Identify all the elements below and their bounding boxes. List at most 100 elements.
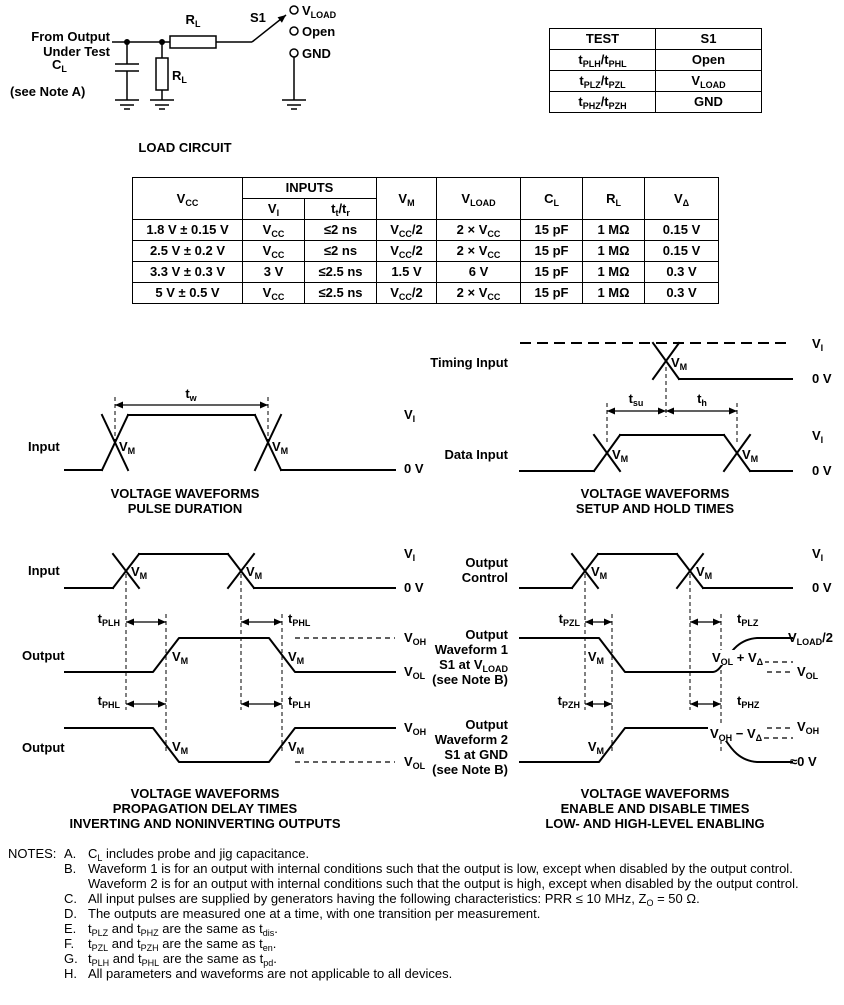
note-text: The outputs are measured one at a time, … [88, 906, 541, 921]
inverting-output-trace [64, 727, 396, 763]
cell-vdelta: 0.3 V [644, 282, 720, 304]
pd-output1-signal-label: Output [22, 648, 65, 663]
vi-level-label: VI [812, 546, 824, 563]
caption-line: VOLTAGE WAVEFORMS [580, 786, 730, 801]
caption-line: PROPAGATION DELAY TIMES [112, 801, 298, 816]
switch-pos-vload-label: VLOAD [302, 3, 337, 20]
note-text: tPLZ and tPHZ are the same as tdis. [88, 921, 278, 938]
cell-cl: 15 pF [520, 261, 584, 283]
label-line: Waveform 1 [434, 642, 508, 657]
cell-vm: VCC/2 [376, 240, 438, 262]
zero-v-level-label: 0 V [812, 580, 832, 595]
s1-table-s1-cell: GND [655, 91, 762, 113]
tsu-label: tsu [628, 391, 644, 408]
vm-label: VM [696, 564, 713, 581]
vm-label: VM [246, 564, 263, 581]
vm-label: VM [742, 447, 759, 464]
vol-plus-vdelta-level-label: VOL + VΔ [710, 650, 766, 667]
data-input-trace [519, 433, 793, 473]
vm-label: VM [671, 355, 688, 372]
vol-level-label: VOL [797, 664, 819, 681]
param-header-vdelta: VΔ [644, 177, 720, 220]
label-line: Output [465, 627, 508, 642]
tphl-label: tPHL [97, 693, 120, 710]
timing-input-trace [651, 341, 793, 381]
vm-label: VM [172, 649, 189, 666]
label-line: Waveform 2 [434, 732, 508, 747]
input-trace [64, 552, 396, 590]
vload-over-2-level-label: VLOAD/2 [788, 630, 834, 647]
output-control-signal-label: Output Control [420, 555, 508, 585]
label-line: Control [461, 570, 508, 585]
param-header-ttr: tt/tr [303, 198, 378, 220]
s1-function-table: TEST S1 tPLH/tPHL Open tPLZ/tPZL VLOAD t… [549, 28, 762, 113]
th-label: th [697, 391, 707, 408]
vol-level-label: VOL [404, 754, 426, 771]
cell-vm: 1.5 V [376, 261, 438, 283]
s1-table-header-s1: S1 [655, 28, 762, 50]
note-item: E. tPLZ and tPHZ are the same as tdis. [8, 921, 840, 938]
param-header-inputs: INPUTS [241, 177, 378, 199]
cell-vcc: 5 V ± 0.5 V [132, 282, 243, 304]
output-waveform2-signal-label: Output Waveform 2 S1 at GND (see Note B) [420, 717, 508, 777]
output-waveform1-signal-label: Output Waveform 1 S1 at VLOAD (see Note … [420, 627, 508, 687]
vm-label: VM [288, 649, 305, 666]
zero-v-level-label: 0 V [404, 461, 424, 476]
notes-title: NOTES: [8, 846, 57, 861]
vol-level-label: VOL [404, 664, 426, 681]
caption-line: VOLTAGE WAVEFORMS [130, 786, 280, 801]
vm-label: VM [172, 739, 189, 756]
measurement-dashed-lines [584, 574, 722, 752]
label-line: Output [465, 717, 508, 732]
cell-vcc: 3.3 V ± 0.3 V [132, 261, 243, 283]
vi-level-label: VI [812, 428, 824, 445]
note-item: F. tPZL and tPZH are the same as ten. [8, 936, 840, 953]
note-text: Waveform 1 is for an output with interna… [88, 861, 799, 891]
note-letter: G. [64, 951, 78, 966]
table-row: tPHZ/tPZH GND [549, 91, 762, 113]
voh-level-label: VOH [404, 720, 427, 737]
label-line: S1 at GND [444, 747, 508, 762]
pulse-duration-caption: VOLTAGE WAVEFORMS PULSE DURATION [65, 486, 305, 516]
s1-switch-label: S1 [250, 10, 266, 25]
capacitor-cl-and-ground [115, 42, 139, 110]
param-header-vcc: VCC [132, 177, 243, 220]
caption-line: PULSE DURATION [127, 501, 243, 516]
param-header-vm: VM [376, 177, 438, 220]
table-row: 2.5 V ± 0.2 V VCC ≤2 ns VCC/2 2 × VCC 15… [132, 240, 720, 262]
cell-vload: 2 × VCC [436, 219, 522, 241]
note-letter: B. [64, 861, 77, 876]
vm-label: VM [288, 739, 305, 756]
param-header-cl: CL [520, 177, 584, 220]
s1-table-s1-cell: VLOAD [655, 70, 762, 92]
note-letter: E. [64, 921, 77, 936]
pd-output2-signal-label: Output [22, 740, 65, 755]
vm-label: VM [587, 739, 604, 756]
data-input-signal-label: Data Input [444, 447, 508, 462]
vm-label: VM [612, 447, 629, 464]
vi-level-label: VI [404, 407, 416, 424]
tplz-label: tPLZ [737, 611, 759, 628]
switch-s1-arm [251, 14, 287, 43]
label-line: (see Note B) [432, 762, 508, 777]
cell-vi: VCC [242, 282, 305, 304]
switch-pos-open-label: Open [302, 24, 336, 39]
note-letter: C. [64, 891, 77, 906]
voh-minus-vdelta-level-label: VOH − VΔ [708, 726, 765, 743]
caption-line: ENABLE AND DISABLE TIMES [560, 801, 750, 816]
param-header-rl: RL [582, 177, 646, 220]
switch-terminal-vload [289, 5, 299, 15]
vm-label: VM [272, 439, 289, 456]
vi-level-label: VI [404, 546, 416, 563]
output-control-trace [519, 552, 793, 590]
propagation-delay-waveform [64, 552, 396, 763]
s1-table-test-cell: tPHZ/tPZH [549, 91, 656, 113]
notes-section: NOTES: A. CL includes probe and jig capa… [8, 846, 840, 981]
caption-line: VOLTAGE WAVEFORMS [110, 486, 260, 501]
resistor-rl-shunt-wires-and-ground [150, 42, 174, 110]
tphl-label: tPHL [288, 611, 311, 628]
caption-line: LOW- AND HIGH-LEVEL ENABLING [545, 816, 765, 831]
note-text: All input pulses are supplied by generat… [88, 891, 700, 908]
cell-vm: VCC/2 [376, 219, 438, 241]
cell-ttr: ≤2.5 ns [303, 282, 378, 304]
